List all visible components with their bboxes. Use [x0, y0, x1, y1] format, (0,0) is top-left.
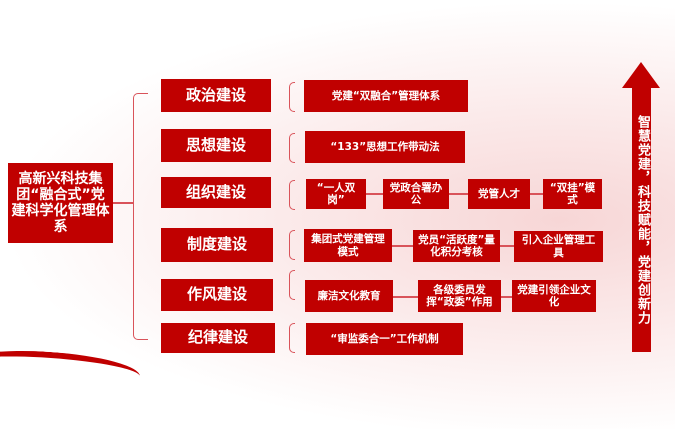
item-box: “双挂”模式 [543, 179, 602, 209]
category-thought: 思想建设 [161, 129, 271, 162]
bracket [289, 180, 295, 210]
category-style: 作风建设 [161, 279, 273, 311]
up-arrow-head [622, 62, 660, 88]
item-box: 党员“活跃度”量化积分考核 [413, 230, 500, 262]
bracket [289, 82, 295, 112]
item-box: “一人双岗” [306, 179, 366, 209]
bracket [289, 270, 295, 300]
item-box: 党政合署办公 [383, 179, 449, 209]
category-politics: 政治建设 [161, 79, 271, 112]
connector [113, 202, 133, 204]
item-box: 引入企业管理工具 [514, 231, 603, 262]
category-organization: 组织建设 [161, 177, 271, 208]
slogan-arrow: 智慧党建，科技赋能，党建创新力 [632, 88, 651, 352]
item-box: 集团式党建管理模式 [304, 229, 392, 262]
item-box: 党管人才 [468, 179, 530, 209]
item-box: “审监委合一”工作机制 [306, 323, 463, 355]
category-system: 制度建设 [161, 228, 273, 262]
bracket [289, 230, 295, 260]
item-box: 各级委员发挥“政委”作用 [418, 280, 501, 312]
main-bracket [133, 93, 148, 340]
item-box: 党建“双融合”管理体系 [304, 80, 468, 112]
decorative-swoosh [0, 345, 142, 395]
bracket [289, 133, 295, 163]
category-discipline: 纪律建设 [161, 323, 275, 353]
bracket [289, 323, 295, 353]
item-box: 党建引领企业文化 [512, 280, 596, 312]
root-box: 高新兴科技集团“融合式”党建科学化管理体系 [8, 163, 113, 243]
item-box: 廉洁文化教育 [305, 280, 393, 312]
item-box: “133”思想工作带动法 [305, 131, 465, 163]
